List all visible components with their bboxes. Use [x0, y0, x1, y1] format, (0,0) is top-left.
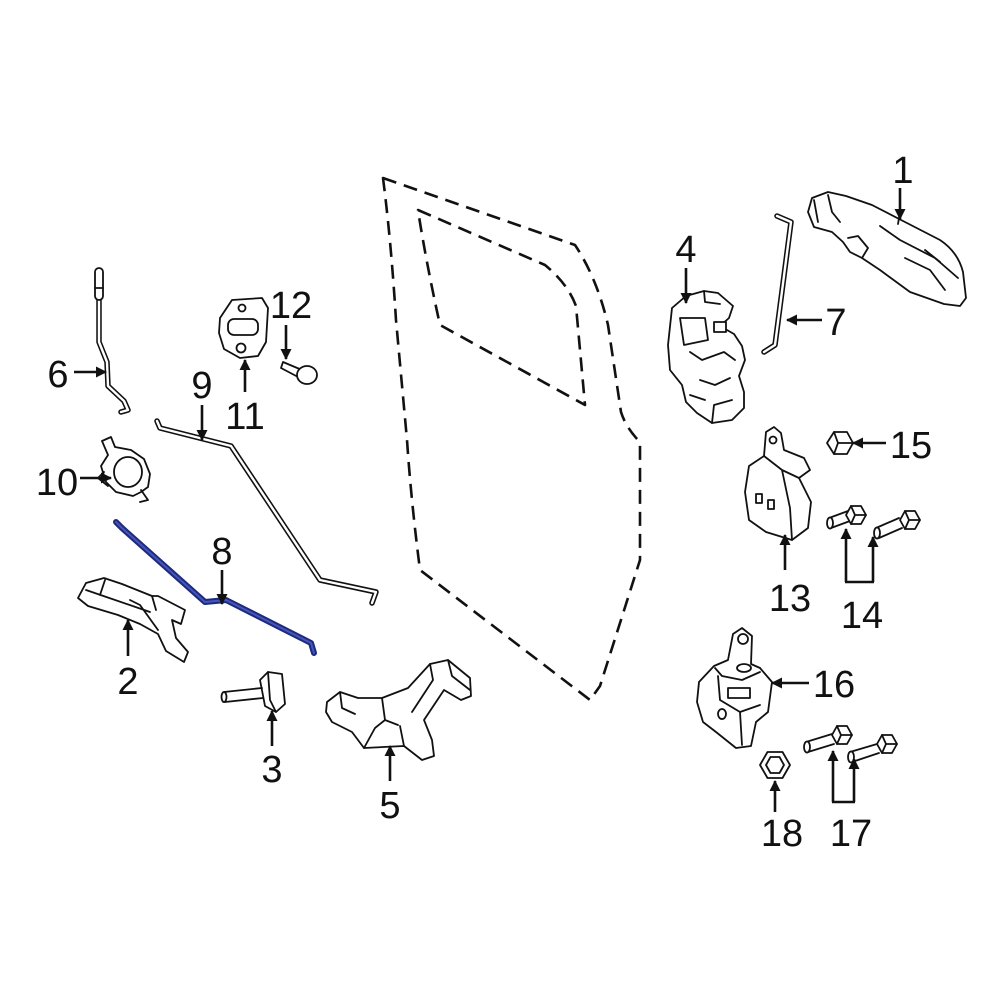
part-11 [218, 297, 269, 359]
callout-12: 12 [270, 285, 312, 327]
part-13 [744, 426, 812, 541]
part-14 [826, 505, 921, 540]
leader-lines [74, 188, 906, 812]
part-1 [807, 191, 967, 307]
callout-18: 18 [761, 813, 803, 855]
part-4 [667, 290, 746, 424]
leader-17 [827, 750, 860, 804]
part-6 [94, 267, 131, 415]
part-8 [113, 519, 317, 656]
callout-14: 14 [841, 595, 883, 637]
callout-7: 7 [825, 302, 846, 344]
callout-5: 5 [379, 785, 400, 827]
part-18 [759, 751, 791, 779]
callout-3: 3 [261, 749, 282, 791]
part-15 [826, 431, 854, 455]
callout-9: 9 [191, 365, 212, 407]
part-12 [280, 361, 318, 385]
callout-13: 13 [769, 578, 811, 620]
callout-labels: 1 2 3 4 5 6 7 8 9 10 11 12 13 14 15 16 1… [36, 150, 932, 855]
leader-14 [840, 528, 879, 584]
part-10 [97, 436, 151, 503]
part-7 [761, 213, 794, 355]
callout-6: 6 [47, 354, 68, 396]
callout-17: 17 [830, 813, 872, 855]
part-9 [154, 418, 379, 606]
door-window-opening [416, 208, 587, 407]
door-outer-edge [381, 176, 642, 702]
callout-4: 4 [675, 229, 696, 271]
part-5 [325, 659, 472, 761]
callout-10: 10 [36, 462, 78, 504]
callout-8: 8 [211, 531, 232, 573]
part-17 [803, 725, 898, 764]
door-outline [381, 176, 642, 702]
callout-11: 11 [225, 396, 264, 438]
callout-2: 2 [117, 661, 138, 703]
callout-16: 16 [813, 664, 855, 706]
part-16 [696, 627, 773, 749]
part-2 [77, 577, 189, 663]
callout-15: 15 [890, 425, 932, 467]
callout-1: 1 [892, 150, 913, 192]
part-3 [220, 671, 286, 713]
